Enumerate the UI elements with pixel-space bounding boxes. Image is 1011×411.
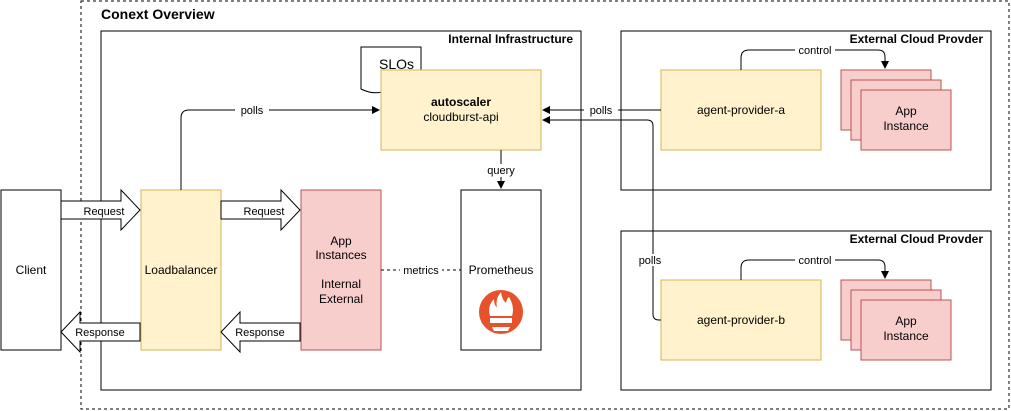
app-instances-line4: External bbox=[319, 292, 363, 306]
control-label-b: control bbox=[798, 255, 831, 267]
client-label: Client bbox=[16, 263, 47, 277]
internal-infrastructure-label: Internal Infrastructure bbox=[448, 32, 573, 46]
loadbalancer-node[interactable] bbox=[140, 189, 222, 351]
app-instance-a-stack[interactable] bbox=[840, 69, 952, 151]
client-node[interactable] bbox=[0, 189, 62, 351]
app-instances-line1: App bbox=[330, 234, 352, 248]
app-instance-b-line1: App bbox=[895, 314, 917, 328]
external-cloud-b-group bbox=[620, 230, 992, 391]
app-instances-node[interactable] bbox=[300, 189, 382, 351]
autoscaler-subtitle: cloudburst-api bbox=[423, 110, 498, 124]
request-arrow-1 bbox=[60, 188, 141, 232]
agent-provider-a-label: agent-provider-a bbox=[697, 103, 785, 117]
app-instance-b-line2: Instance bbox=[883, 329, 929, 343]
diagram-title: Conext Overview bbox=[101, 6, 215, 22]
response-arrow-1 bbox=[60, 310, 141, 354]
polls-edge-loadbalancer bbox=[180, 106, 380, 190]
autoscaler-node[interactable] bbox=[380, 69, 542, 151]
agent-provider-b-node[interactable] bbox=[660, 279, 822, 361]
autoscaler-title: autoscaler bbox=[431, 95, 491, 109]
external-cloud-b-label: External Cloud Provder bbox=[850, 232, 984, 246]
polls-edge-agent-b bbox=[542, 116, 661, 321]
metrics-label: metrics bbox=[403, 265, 439, 277]
app-instances-line2: Instances bbox=[315, 248, 366, 262]
agent-provider-a-node[interactable] bbox=[660, 69, 822, 151]
prometheus-icon bbox=[479, 290, 523, 334]
loadbalancer-label: Loadbalancer bbox=[145, 263, 218, 277]
control-label-a: control bbox=[798, 45, 831, 57]
prometheus-label: Prometheus bbox=[469, 263, 534, 277]
app-instance-b-stack[interactable] bbox=[840, 279, 952, 361]
query-label: query bbox=[487, 165, 515, 177]
app-instance-a-line2: Instance bbox=[883, 119, 929, 133]
polls-label-loadbalancer: polls bbox=[241, 105, 264, 117]
agent-provider-b-label: agent-provider-b bbox=[697, 313, 785, 327]
polls-label-agent-b: polls bbox=[639, 255, 662, 267]
slos-label: SLOs bbox=[379, 56, 414, 72]
external-cloud-a-label: External Cloud Provder bbox=[850, 32, 984, 46]
app-instances-line3: Internal bbox=[321, 277, 361, 291]
response-label-1: Response bbox=[75, 327, 125, 339]
request-arrow-2 bbox=[220, 188, 301, 232]
request-label-2: Request bbox=[244, 206, 285, 218]
app-instance-a-line1: App bbox=[895, 104, 917, 118]
request-label-1: Request bbox=[84, 206, 125, 218]
polls-label-agent-a: polls bbox=[590, 105, 613, 117]
response-label-2: Response bbox=[235, 327, 285, 339]
response-arrow-2 bbox=[220, 310, 301, 354]
